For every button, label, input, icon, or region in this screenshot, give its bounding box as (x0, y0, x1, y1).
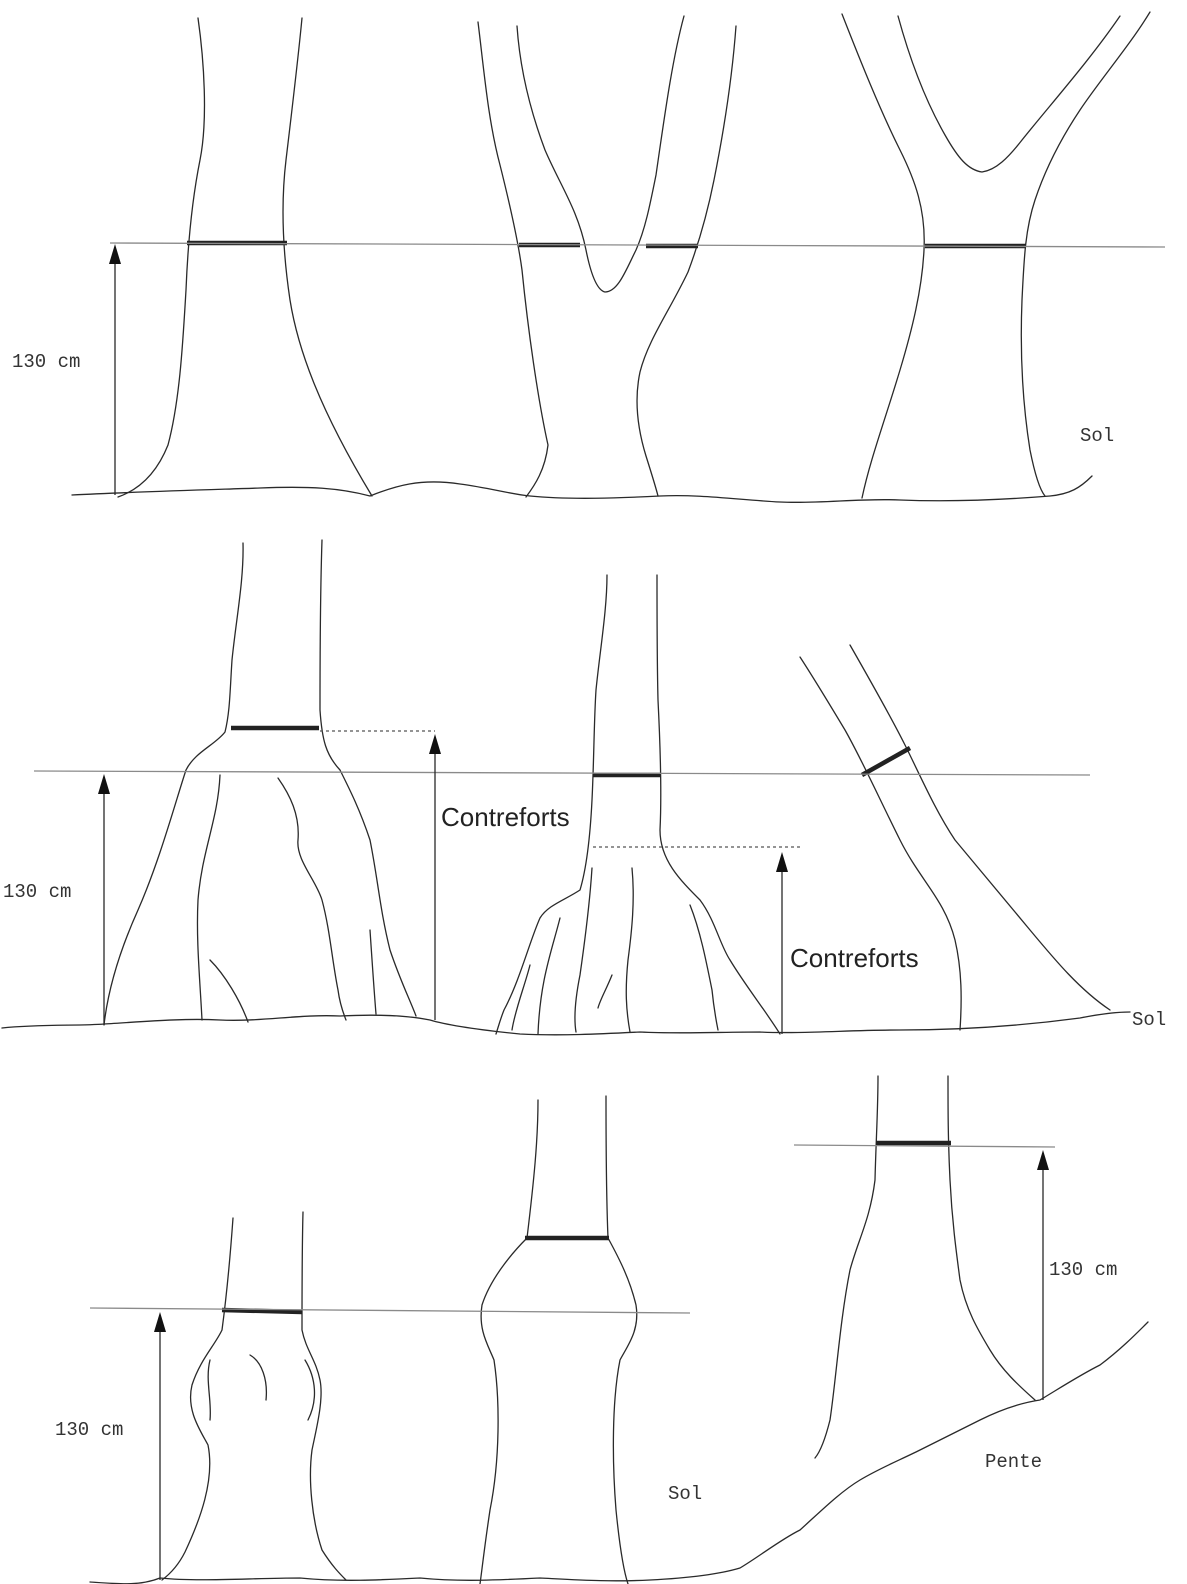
tree-swollen-low (162, 1212, 346, 1580)
height-label-bottom-left: 130 cm (55, 1419, 123, 1441)
buttress-ridge (512, 965, 530, 1030)
fork-crotch (898, 16, 1120, 172)
trunk-left-edge (104, 543, 243, 1025)
panel-top: 130 cm Sol (12, 12, 1165, 502)
buttress-ridge (538, 918, 560, 1034)
slope-label: Pente (985, 1451, 1042, 1473)
bark-swelling-mark (250, 1355, 266, 1400)
trunk-right-edge (283, 18, 372, 496)
ground-label-top: Sol (1080, 425, 1114, 447)
tree-straight (118, 18, 372, 497)
ground-label-middle: Sol (1132, 1009, 1166, 1031)
buttress-label-1: Contreforts (441, 802, 570, 832)
trunk-right-edge (320, 540, 416, 1016)
reference-line-130cm-bottom-left (90, 1308, 690, 1313)
trunk-upper-edge (800, 657, 961, 1030)
buttress-ridge (278, 778, 346, 1020)
buttress-ridge (197, 775, 220, 1020)
trunk-left-edge (118, 18, 204, 497)
buttress-label-2: Contreforts (790, 943, 919, 973)
trunk-left-edge (162, 1218, 233, 1580)
height-arrow-bottom-left (154, 1312, 166, 1580)
tree-bulging (480, 1096, 637, 1584)
buttress-ridge (575, 868, 592, 1032)
ground-line-top (72, 476, 1092, 502)
buttress-arrow-1 (429, 734, 441, 1020)
stem-b-right (637, 26, 736, 496)
trunk-left-edge (842, 14, 924, 498)
height-label-bottom-right: 130 cm (1049, 1259, 1117, 1281)
trunk-downhill-edge (815, 1076, 878, 1458)
height-arrow-middle (98, 774, 110, 1025)
reference-line-130cm-bottom-right (794, 1145, 1055, 1147)
height-label-top: 130 cm (12, 351, 80, 373)
height-label-middle: 130 cm (3, 881, 71, 903)
buttress-ridge (626, 868, 633, 1032)
ground-label-bottom: Sol (668, 1483, 702, 1505)
trunk-right-edge (606, 1096, 637, 1584)
reference-line-130cm-middle (34, 771, 1090, 775)
trunk-left-edge (480, 1100, 538, 1584)
tree-fork-low (478, 16, 736, 497)
buttress-ridge (598, 975, 612, 1008)
buttress-ridge (370, 930, 376, 1014)
height-arrow-bottom-right (1037, 1150, 1049, 1400)
fork-crotch (517, 16, 684, 292)
trunk-right-edge (657, 575, 780, 1034)
bark-swelling-mark (208, 1360, 210, 1420)
trunk-uphill-edge (948, 1076, 1035, 1400)
bark-swelling-mark (305, 1360, 314, 1420)
trunk-right-edge (1021, 12, 1150, 496)
buttress-ridge (210, 960, 248, 1022)
stem-a-left (478, 22, 548, 497)
tree-buttressed-tall (104, 540, 435, 1025)
panel-bottom: 130 cm 130 cm Sol Pente (55, 1076, 1148, 1584)
buttress-arrow-2 (776, 852, 788, 1034)
dbh-bar-perpendicular (862, 748, 910, 775)
tree-on-slope (815, 1076, 1035, 1458)
panel-middle: 130 cm Contreforts Contreforts Sol (2, 540, 1166, 1035)
height-arrow-top (109, 244, 121, 495)
trunk-right-edge (302, 1212, 346, 1580)
